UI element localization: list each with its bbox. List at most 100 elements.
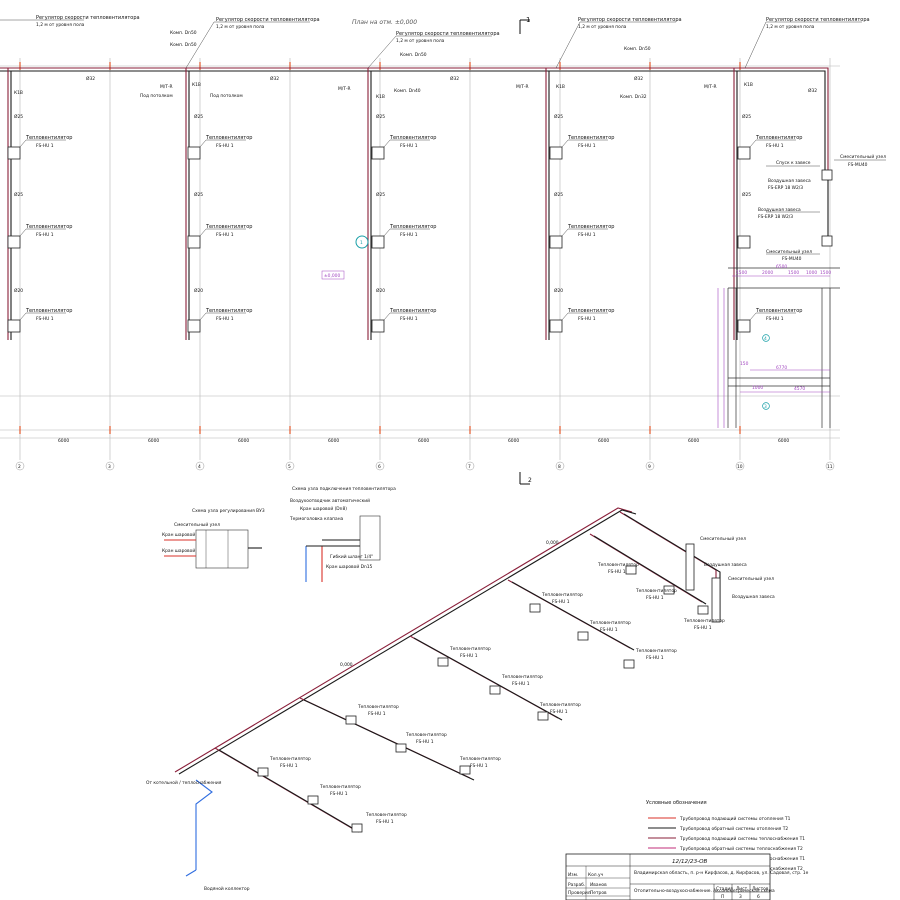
section-arrow-icon [519,19,530,34]
fc-label-3: Тепловентилятор [25,308,72,314]
mitr-3: М/Т-R [516,84,529,90]
regulator-height-1: 1,2 м от уровня пола [36,22,85,28]
axis-label-10: 10 [737,464,743,470]
room-marker-b-icon [762,402,770,410]
dim-3: 1500 [788,270,799,276]
room-dims: 1500 2000 1500 1000 1500 6500 6770 4570 … [736,264,831,392]
comp-label-e: Комп. Dn40 [394,88,421,94]
iso-fc-1: Тепловентилятор [269,756,311,762]
iso-fc-7: Тепловентилятор [449,646,491,652]
fc-model-7: FS-HU 1 [400,143,418,149]
air-curtain-label-2: Воздушная завеса [758,207,801,213]
riser-diameters: Ø25 Ø25 Ø20 Ø25 Ø25 Ø20 Ø25 Ø25 Ø20 Ø25 … [14,113,751,294]
rd-1: Ø25 [14,113,23,120]
valve-5: К1В [744,82,753,88]
axis-columns [19,58,831,460]
valve-2: К1В [192,82,201,88]
section-marker-icon [355,235,369,249]
dim-6500: 6500 [776,264,787,270]
lowering-label: Спуск к завесе [776,160,811,166]
stamp-role-1: Разраб. [568,881,585,888]
under-ceiling-2: Под потолком [210,93,243,99]
fancoil-labels: Тепловентилятор FS-HU 1 Тепловентилятор … [25,135,802,322]
right-room: Смесительный узел FS-MU40 Спуск к завесе… [717,153,886,428]
iso-fc-2: Тепловентилятор [319,784,361,790]
rd-9: Ø20 [376,287,385,294]
iso-fc-m-11: FS-HU 1 [600,627,618,633]
axis-label-3: 3 [108,464,111,470]
fc-label-11: Тепловентилятор [567,224,614,230]
axis-bubbles: 2 3 4 5 6 7 8 9 10 11 [15,461,835,471]
rd-13: Ø25 [742,113,751,120]
axis-label-6: 6 [378,464,381,470]
node1-line-2: Кран шаровой [162,531,195,538]
regulator-label-2: Регулятор скорости тепловентилятора [216,17,320,23]
iso-fc-m-8: FS-HU 1 [512,681,530,687]
rd-8: Ø25 [376,191,385,198]
stamp-stage: П [721,894,724,900]
axis-dim-8: 6000 [688,438,699,444]
regulator-label-1: Регулятор скорости тепловентилятора [36,15,140,21]
iso-fc-13: Тепловентилятор [597,562,639,568]
node2-scheme: Схема узла подключения тепловентилятора … [289,486,396,582]
iso-bottom-note: Водяной коллектор [204,885,250,892]
legend-item-2: Трубопровод обратный системы отопления Т… [679,825,788,832]
fc-model-10: FS-HU 1 [578,143,596,149]
comp-label-d: Комп. Dn50 [624,46,651,52]
fc-model-2: FS-HU 1 [36,232,54,238]
axis-dim-5: 6000 [418,438,429,444]
fc-label-14: Тепловентилятор [755,308,802,314]
section-arrow-2-icon [519,472,530,485]
stamp-sheet: 3 [739,894,742,900]
section-marker-label: 1 [360,240,363,246]
iso-fc-m-6: FS-HU 1 [470,763,488,769]
axis-label-4: 4 [198,464,201,470]
iso-fancoils [257,543,721,833]
stamp-name-1: Иванов [590,882,607,888]
node1-scheme: Схема узла регулирования ВУ3 Смесительны… [162,508,265,569]
axis-dimensions: 6000 6000 6000 6000 6000 6000 6000 6000 … [58,438,789,444]
regulator-height-2: 1,2 м от уровня пола [216,24,265,30]
iso-boiler-note: От котельной / теплоснабжения [146,779,222,786]
dim-4: 1000 [806,270,817,276]
iso-fc-m-4: FS-HU 1 [368,711,386,717]
axis-label-5: 5 [288,464,291,470]
iso-fc-3: Тепловентилятор [365,812,407,818]
axis-label-2: 2 [18,464,21,470]
fc-label-8: Тепловентилятор [389,224,436,230]
fc-model-13: FS-HU 1 [766,143,784,149]
axis-label-9: 9 [648,464,651,470]
regulator-labels: Регулятор скорости тепловентилятора 1,2 … [36,15,870,44]
iso-fc-m-9: FS-HU 1 [550,709,568,715]
axis-dim-4: 6000 [328,438,339,444]
node2-line-5: Кран шаровой Dn15 [326,563,373,570]
fc-model-6: FS-HU 1 [216,316,234,322]
rd-11: Ø25 [554,191,563,198]
rd-2: Ø25 [14,191,23,198]
regulator-label-5: Регулятор скорости тепловентилятора [766,17,870,23]
under-ceiling-1: Под потолком [140,93,173,99]
iso-fc-12: Тепловентилятор [635,648,677,654]
mitr-4: М/Т-R [704,84,717,90]
mitr-2: М/Т-R [338,86,351,92]
iso-fancoil-labels: Тепловентилятор FS-HU 1 Тепловентилятор … [269,535,775,825]
fancoil-leaders [0,19,862,321]
stamp-name-2: Петров [590,890,607,896]
iso-fc-m-10: FS-HU 1 [552,599,570,605]
room-marker-a: 4 [764,336,767,342]
iso-fc-m-13: FS-HU 1 [608,569,626,575]
rd-12: Ø20 [554,287,563,294]
iso-fc-15: Тепловентилятор [683,618,725,624]
comp-label-a: Комп. Dn50 [170,30,197,36]
comp-label-b: Комп. Dn50 [170,42,197,48]
iso-mixing: Смесительный узел [700,535,746,542]
floor-plan: План на отм. ±0,000 1 Регулятор скорости… [0,15,886,471]
regulator-label-4: Регулятор скорости тепловентилятора [578,17,682,23]
level-tag [321,270,345,280]
fc-label-4: Тепловентилятор [205,135,252,141]
rd-10: Ø25 [554,113,563,120]
mixing-model-top: FS-MU40 [848,162,868,168]
rd-14: Ø25 [742,191,751,198]
fc-model-12: FS-HU 1 [578,316,596,322]
node2-line-2: Кран шаровой (Dn8) [300,505,347,512]
